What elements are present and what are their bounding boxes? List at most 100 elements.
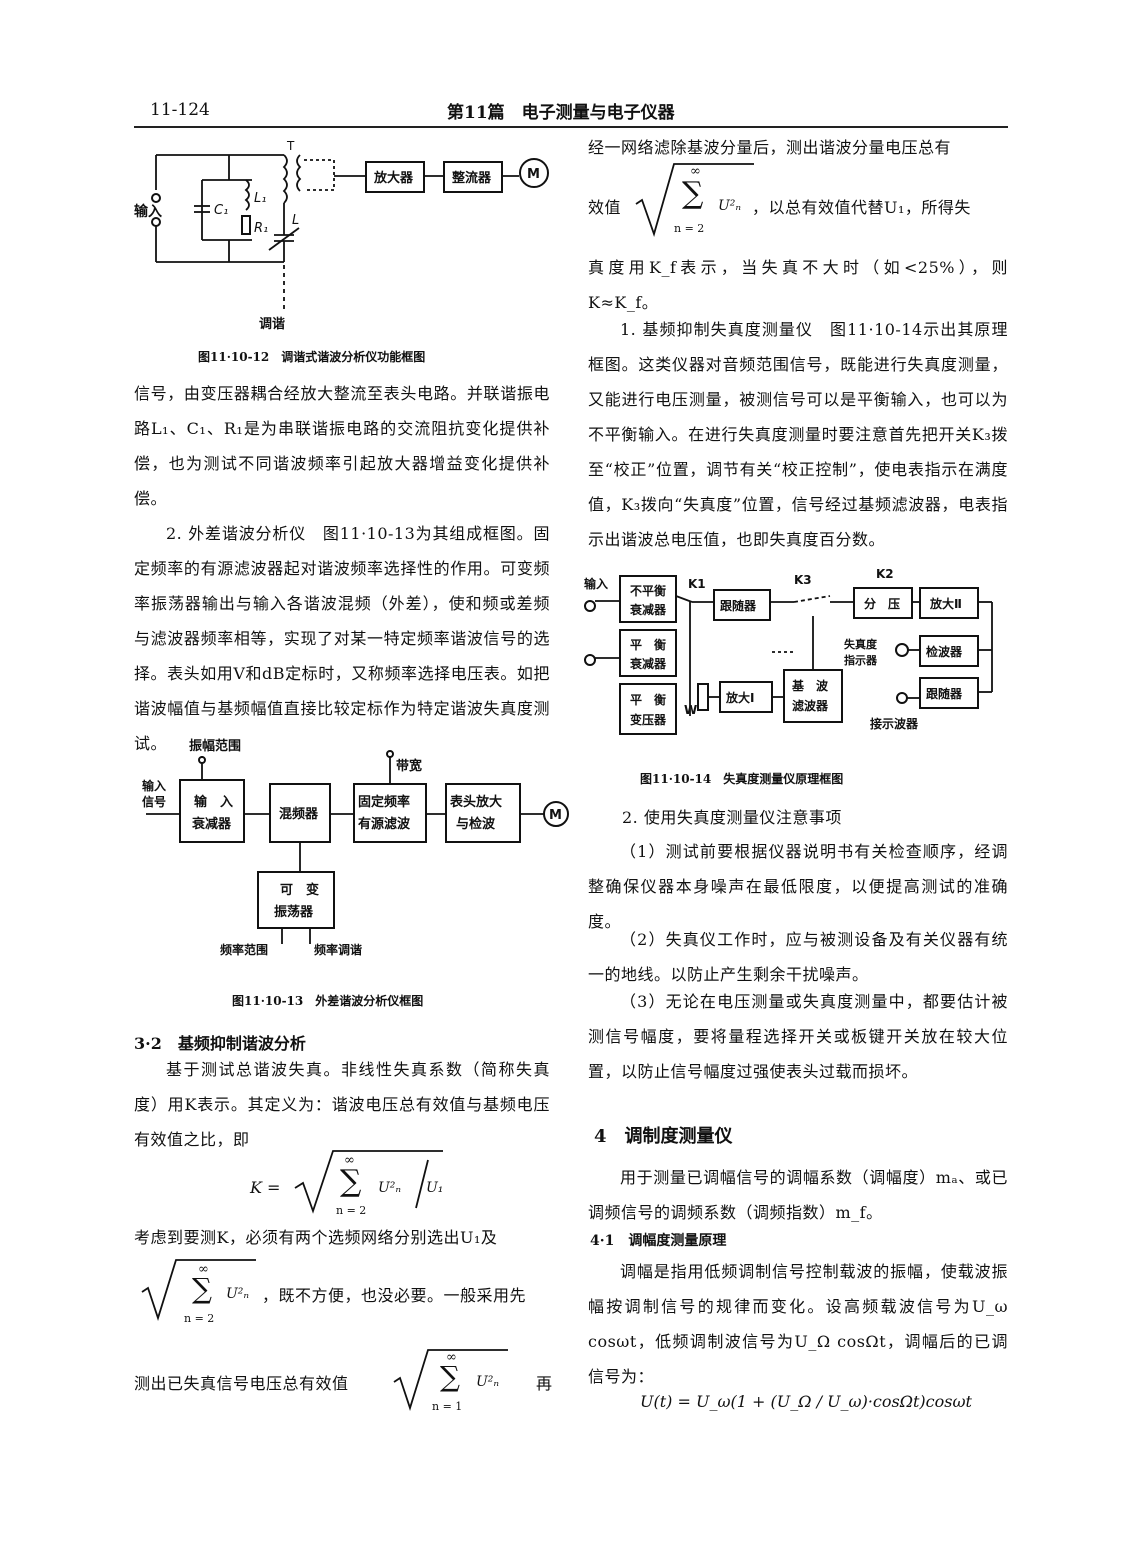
amp2-label: 放大Ⅱ bbox=[929, 596, 962, 611]
k3-label: K3 bbox=[794, 573, 812, 587]
sum-top-4: ∞ bbox=[690, 164, 701, 179]
sum-bottom-3: n = 1 bbox=[432, 1400, 463, 1413]
meter-amp-label-2: 与检波 bbox=[456, 816, 496, 832]
right-paragraph-0b-post: ，以总有效值代替U₁，所得失 bbox=[752, 198, 971, 217]
rect-block: 整流器 bbox=[451, 170, 492, 186]
l-label: L bbox=[292, 213, 299, 228]
section-3-2-heading: 3·2 基频抑制谐波分析 bbox=[134, 1034, 306, 1053]
sec32-paragraph-1: 基于测试总谐波失真。非线性失真系数（简称失真度）用K表示。其定义为：谐波电压总有… bbox=[134, 1060, 550, 1149]
sum-top-2: ∞ bbox=[198, 1262, 209, 1277]
sec32-paragraph-3a: 测出已失真信号电压总有效值 bbox=[134, 1374, 349, 1393]
left-paragraph-2: 2. 外差谐波分析仪 图11·10-13为其组成框图。固定频率的有源滤波器起对谐… bbox=[134, 524, 550, 753]
k1-label: K1 bbox=[688, 577, 706, 591]
radical-4 bbox=[635, 163, 754, 237]
bandwidth-label: 带宽 bbox=[396, 758, 422, 774]
amp-range-label: 振幅范围 bbox=[189, 738, 241, 754]
base-filter-label-2: 滤波器 bbox=[792, 698, 829, 713]
note-1: （1）测试前要根据仪器说明书有关检查顺序，经调整确保仪器本身噪声在最低限度，以便… bbox=[588, 842, 1008, 931]
sum-bottom-4: n = 2 bbox=[674, 222, 705, 235]
bal-att-label-2: 衰减器 bbox=[629, 656, 667, 671]
figure-11-10-12: 输入 C₁ L₁ R₁ T L 调谐 放大器 整流器 M bbox=[134, 140, 549, 332]
unbal-att-label-1: 不平衡 bbox=[630, 583, 666, 598]
meter-symbol: M bbox=[527, 167, 540, 182]
right-paragraph-1: 1. 基频抑制失真度测量仪 图11·10-14示出其原理框图。这类仪器对音频范围… bbox=[588, 320, 1008, 549]
t-label: T bbox=[286, 140, 295, 153]
amp1-label: 放大Ⅰ bbox=[725, 690, 754, 705]
freq-range-label: 频率范围 bbox=[220, 942, 268, 957]
right-paragraph-0c: 真度用K_f表示，当失真不大时（如<25%），则K≈K_f。 bbox=[588, 258, 1008, 312]
sum-bottom-1: n = 2 bbox=[336, 1204, 367, 1217]
formula-k-lhs: K = bbox=[250, 1178, 281, 1197]
left-paragraph-1: 信号，由变压器耦合经放大整流至表头电路。并联谐振电路L₁、C₁、R₁是为串联谐振… bbox=[134, 384, 550, 508]
c1-label: C₁ bbox=[214, 203, 228, 218]
am-formula: U(t) = U_ω(1 + (U_Ω / U_ω)·cosΩt)cosωt bbox=[640, 1392, 972, 1411]
freq-tune-label: 频率调谐 bbox=[314, 942, 362, 957]
right-paragraph-0b-pre: 效值 bbox=[588, 198, 622, 217]
sec32-paragraph-3b: 再 bbox=[536, 1374, 553, 1393]
attenuator-label-1: 输 入 bbox=[194, 794, 233, 810]
fig13-caption: 图11·10-13 外差谐波分析仪框图 bbox=[232, 994, 424, 1008]
scope-label: 接示波器 bbox=[870, 716, 919, 731]
filter-label-1: 固定频率 bbox=[358, 794, 410, 810]
figure-11-10-13: 振幅范围 输入 信号 输 入 衰减器 混频器 固定频率 有源滤波 带宽 表头放大… bbox=[142, 738, 569, 957]
k2-label: K2 bbox=[876, 567, 894, 581]
tune-label: 调谐 bbox=[259, 316, 285, 332]
attenuator-label-2: 衰减器 bbox=[191, 816, 232, 832]
radical-2 bbox=[141, 1259, 256, 1321]
un2-4: U²ₙ bbox=[718, 198, 742, 214]
follower2-label: 跟随器 bbox=[926, 686, 963, 701]
input-signal-label-2: 信号 bbox=[142, 794, 166, 809]
input-label: 输入 bbox=[134, 203, 162, 220]
mixer-label: 混频器 bbox=[279, 806, 319, 822]
notes-heading: 2. 使用失真度测量仪注意事项 bbox=[622, 808, 842, 827]
un2-1: U²ₙ bbox=[378, 1180, 402, 1196]
un2-2: U²ₙ bbox=[226, 1286, 250, 1302]
sum-sign-1: ∑ bbox=[340, 1164, 362, 1199]
section-4-1-heading: 4·1 调幅度测量原理 bbox=[590, 1233, 727, 1249]
fig14-caption: 图11·10-14 失真度测量仪原理框图 bbox=[640, 772, 844, 786]
follower-label: 跟随器 bbox=[720, 598, 757, 613]
unbal-att-label-2: 衰减器 bbox=[629, 602, 667, 617]
dist-ind-label-2: 指示器 bbox=[844, 653, 878, 667]
formula-k-radical bbox=[294, 1150, 443, 1214]
amp-block: 放大器 bbox=[373, 170, 414, 186]
base-filter-label-1: 基 波 bbox=[791, 678, 829, 693]
sec4-paragraph-1: 用于测量已调幅信号的调幅系数（调幅度）mₐ、或已调频信号的调频系数（调频指数）m… bbox=[588, 1168, 1008, 1222]
note-2: （2）失真仪工作时，应与被测设备及有关仪器有统一的地线。以防止产生剩余干扰噪声。 bbox=[588, 930, 1008, 984]
osc-label-1: 可 变 bbox=[280, 882, 319, 898]
sec32-paragraph-2a: 考虑到要测K，必须有两个选频网络分别选出U₁及 bbox=[134, 1228, 498, 1247]
right-paragraph-0a: 经一网络滤除基波分量后，测出谐波分量电压总有 bbox=[588, 138, 952, 157]
meter-symbol-2: M bbox=[549, 808, 562, 823]
dist-ind-label-1: 失真度 bbox=[844, 637, 878, 651]
note-3: （3）无论在电压测量或失真度测量中，都要估计被测信号幅度，要将量程选择开关或板键… bbox=[588, 992, 1008, 1081]
sum-sign-2: ∑ bbox=[192, 1272, 212, 1305]
bal-tr-label-2: 变压器 bbox=[630, 712, 667, 727]
w-label: W bbox=[684, 703, 697, 717]
sum-top-1: ∞ bbox=[344, 1153, 355, 1168]
sum-sign-4: ∑ bbox=[682, 176, 704, 211]
meter-amp-label-1: 表头放大 bbox=[449, 794, 502, 810]
section-4-heading: 4 调制度测量仪 bbox=[594, 1126, 733, 1147]
bal-att-label-1: 平 衡 bbox=[630, 637, 666, 652]
un2-3: U²ₙ bbox=[476, 1374, 500, 1390]
input-signal-label-1: 输入 bbox=[142, 778, 166, 793]
osc-label-2: 振荡器 bbox=[274, 904, 314, 920]
sum-sign-3: ∑ bbox=[440, 1360, 460, 1393]
header-rule bbox=[134, 126, 1008, 128]
over-u1: U₁ bbox=[426, 1180, 444, 1196]
r1-label: R₁ bbox=[254, 221, 268, 236]
sum-top-3: ∞ bbox=[446, 1350, 457, 1365]
l1-label: L₁ bbox=[254, 191, 266, 206]
figure-11-10-14: 输入 不平衡 衰减器 平 衡 衰减器 平 衡 变压器 K1 跟随器 K3 K2 … bbox=[584, 567, 993, 735]
divider-label: 分 压 bbox=[864, 596, 900, 611]
running-title: 第11篇 电子测量与电子仪器 bbox=[447, 103, 675, 123]
fig14-input-label: 输入 bbox=[584, 576, 608, 591]
filter-label-2: 有源滤波 bbox=[358, 816, 411, 832]
detector-label: 检波器 bbox=[926, 644, 963, 659]
sum-bottom-2: n = 2 bbox=[184, 1312, 215, 1325]
bal-tr-label-1: 平 衡 bbox=[630, 692, 666, 707]
sec32-paragraph-2b: ，既不方便，也没必要。一般采用先 bbox=[262, 1286, 527, 1305]
sec4-paragraph-2: 调幅是指用低频调制信号控制载波的振幅，使载波振幅按调制信号的规律而变化。设高频载… bbox=[588, 1262, 1008, 1386]
fig12-caption: 图11·10-12 调谐式谐波分析仪功能框图 bbox=[198, 350, 426, 364]
page-number: 11-124 bbox=[150, 100, 210, 120]
